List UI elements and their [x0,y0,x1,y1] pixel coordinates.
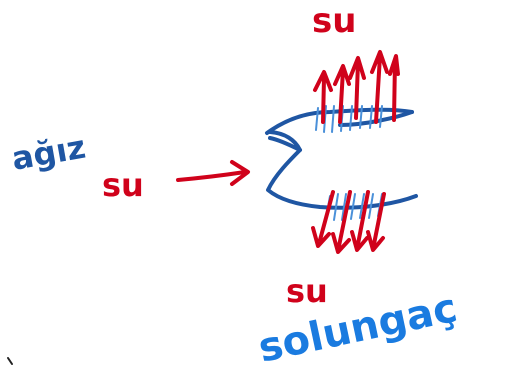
pen-mark [7,357,13,365]
input-water-arrow [176,160,250,186]
downward-water-arrows [311,190,386,254]
label-top-su: su [312,1,356,41]
label-bottom-su: su [286,272,328,310]
upward-water-arrows [313,50,400,124]
fish-mouth-outline [265,107,418,210]
label-mouth: ağız [9,128,89,178]
label-input-su: su [102,166,144,204]
